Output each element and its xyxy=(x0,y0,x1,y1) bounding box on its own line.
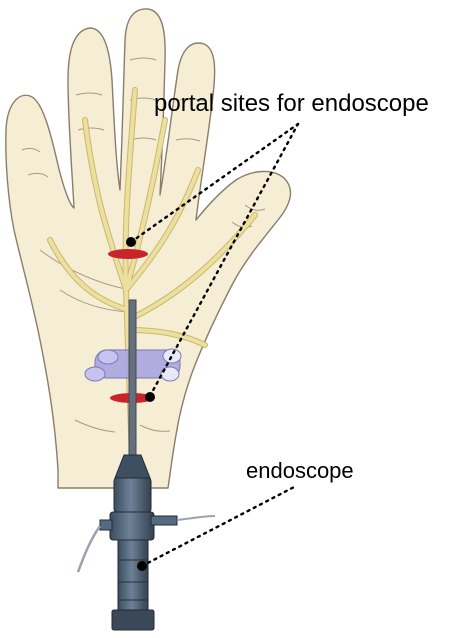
upper-incision xyxy=(108,249,148,259)
portal-marker-lower xyxy=(145,392,155,402)
endoscope-label: endoscope xyxy=(246,460,354,482)
portal-sites-label: portal sites for endoscope xyxy=(154,92,429,116)
portal-marker-upper xyxy=(126,237,136,247)
hand xyxy=(6,9,291,488)
endoscope-shaft xyxy=(129,300,136,460)
endoscope-marker xyxy=(137,561,147,571)
